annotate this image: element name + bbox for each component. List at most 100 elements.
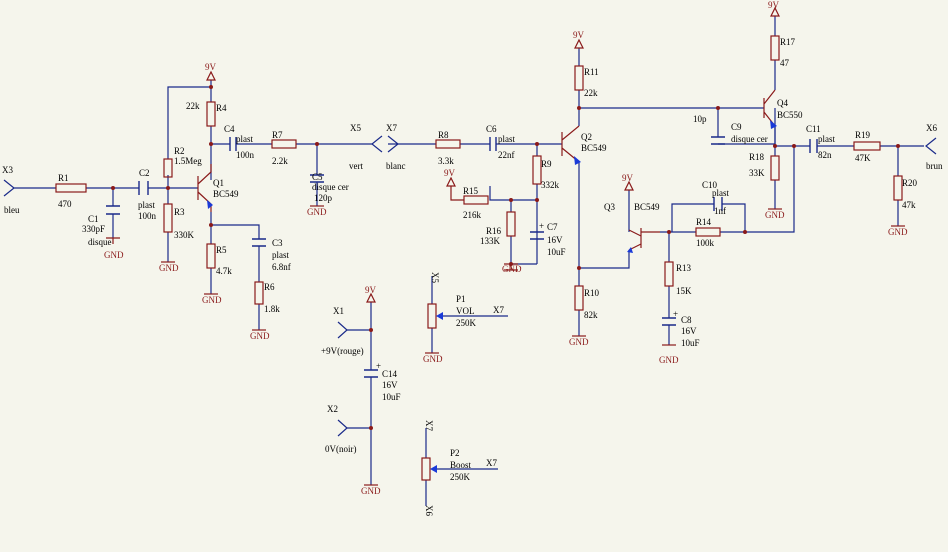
p1-note: VOL bbox=[456, 306, 475, 316]
p1-val: 250K bbox=[456, 318, 477, 328]
q3-ref: Q3 bbox=[604, 202, 615, 212]
port-x2-label: X2 bbox=[327, 404, 338, 414]
arrows bbox=[207, 120, 777, 473]
r13-ref: R13 bbox=[676, 263, 692, 273]
r3-ref: R3 bbox=[174, 207, 185, 217]
r6-ref: R6 bbox=[264, 282, 275, 292]
p2-wiper-label: X7 bbox=[486, 458, 497, 468]
port-bleu-label: bleu bbox=[4, 205, 20, 215]
component-bodies bbox=[55, 35, 903, 481]
q4-ref: Q4 bbox=[777, 98, 788, 108]
gnd-label-c1: GND bbox=[104, 250, 124, 260]
r10-val: 82k bbox=[584, 310, 598, 320]
c2-val: 100n bbox=[138, 211, 157, 221]
c9-ref: C9 bbox=[731, 122, 742, 132]
port-x5-label: X5 bbox=[350, 123, 361, 133]
gnd-label-r16: GND bbox=[502, 264, 522, 274]
c7-ref: C7 bbox=[547, 222, 558, 232]
r8-ref: R8 bbox=[438, 130, 449, 140]
r9-val: 332k bbox=[541, 180, 560, 190]
capacitor-plates bbox=[106, 136, 818, 378]
port-symbols bbox=[3, 135, 937, 437]
r7-val: 2.2k bbox=[272, 156, 288, 166]
p2-note: Boost bbox=[450, 460, 472, 470]
c14-ref: C14 bbox=[382, 369, 398, 379]
c6-note: plast bbox=[498, 134, 515, 144]
c4-note: plast bbox=[236, 134, 253, 144]
r20-ref: R20 bbox=[902, 178, 918, 188]
c7-val: 16V bbox=[547, 235, 563, 245]
p2-ref: P2 bbox=[450, 448, 460, 458]
port-x1-label: X1 bbox=[333, 306, 344, 316]
c3-ref: C3 bbox=[272, 238, 283, 248]
c9-val: 10p bbox=[693, 114, 707, 124]
c5-note: disque cer bbox=[312, 182, 349, 192]
c2-note: plast bbox=[138, 200, 155, 210]
r14-ref: R14 bbox=[696, 217, 712, 227]
r11-val: 22k bbox=[584, 88, 598, 98]
r5-ref: R5 bbox=[216, 245, 227, 255]
c14-val: 16V bbox=[382, 380, 398, 390]
c8-ref: C8 bbox=[681, 315, 692, 325]
r17-ref: R17 bbox=[780, 37, 796, 47]
q2-ref: Q2 bbox=[581, 132, 592, 142]
gnd-label-r3: GND bbox=[159, 263, 179, 273]
port-x6-label: X6 bbox=[926, 123, 937, 133]
gnd-label-r10: GND bbox=[569, 337, 589, 347]
c10-ref: C10 bbox=[702, 180, 718, 190]
gnd-label-c5: GND bbox=[307, 207, 327, 217]
c11-val: 82n bbox=[818, 150, 832, 160]
r18-ref: R18 bbox=[749, 152, 765, 162]
c2-ref: C2 bbox=[139, 168, 150, 178]
r8-val: 3.3k bbox=[438, 156, 454, 166]
p2-top-label: X7 bbox=[424, 420, 434, 431]
c14-plus: + bbox=[376, 361, 381, 371]
c10-note: plast bbox=[712, 188, 729, 198]
r17-val: 47 bbox=[780, 58, 790, 68]
gnd-label-p1: GND bbox=[423, 354, 443, 364]
port-noir-label: 0V(noir) bbox=[325, 444, 357, 454]
r2-ref: R2 bbox=[174, 146, 185, 156]
p2-bottom-label: X6 bbox=[424, 505, 434, 516]
r19-val: 47K bbox=[855, 153, 871, 163]
c11-ref: C11 bbox=[806, 124, 821, 134]
gnd-label-c8: GND bbox=[659, 355, 679, 365]
vcc-label-q2: 9V bbox=[573, 30, 585, 40]
p1-top-label: X5 bbox=[430, 272, 440, 283]
c5-val: 120p bbox=[314, 193, 333, 203]
vcc-label-q3: 9V bbox=[622, 173, 634, 183]
c3-note: plast bbox=[272, 250, 289, 260]
gnd-label-r6: GND bbox=[250, 331, 270, 341]
c4-val: 100n bbox=[236, 150, 255, 160]
r4-ref: R4 bbox=[216, 103, 227, 113]
gnd-label-r5: GND bbox=[202, 295, 222, 305]
c3-val: 6.8nf bbox=[272, 262, 291, 272]
r3-val: 330K bbox=[174, 230, 195, 240]
port-blanc-label: blanc bbox=[386, 161, 406, 171]
port-brun-label: brun bbox=[926, 161, 943, 171]
r16-ref: R16 bbox=[486, 226, 502, 236]
r7-ref: R7 bbox=[272, 130, 283, 140]
c10-val: 1nf bbox=[714, 206, 726, 216]
r5-val: 4.7k bbox=[216, 266, 232, 276]
c6-val: 22nf bbox=[498, 150, 515, 160]
r16-val: 133K bbox=[480, 236, 501, 246]
r20-val: 47k bbox=[902, 200, 916, 210]
wire-network bbox=[22, 16, 924, 506]
r1-ref: R1 bbox=[58, 173, 69, 183]
c11-note: plast bbox=[818, 134, 835, 144]
vcc-label-r15: 9V bbox=[444, 168, 456, 178]
r15-val: 216k bbox=[463, 210, 482, 220]
c7-plus: + bbox=[539, 221, 544, 231]
c5-ref: C5 bbox=[312, 172, 323, 182]
r11-ref: R11 bbox=[584, 67, 599, 77]
vcc-label-q4: 9V bbox=[768, 0, 780, 10]
gnd-label-c14: GND bbox=[361, 486, 381, 496]
gnd-label-r20: GND bbox=[888, 227, 908, 237]
p2-val: 250K bbox=[450, 472, 471, 482]
r1-val: 470 bbox=[58, 199, 72, 209]
q1-ref: Q1 bbox=[213, 178, 224, 188]
vcc-label-q1: 9V bbox=[205, 62, 217, 72]
